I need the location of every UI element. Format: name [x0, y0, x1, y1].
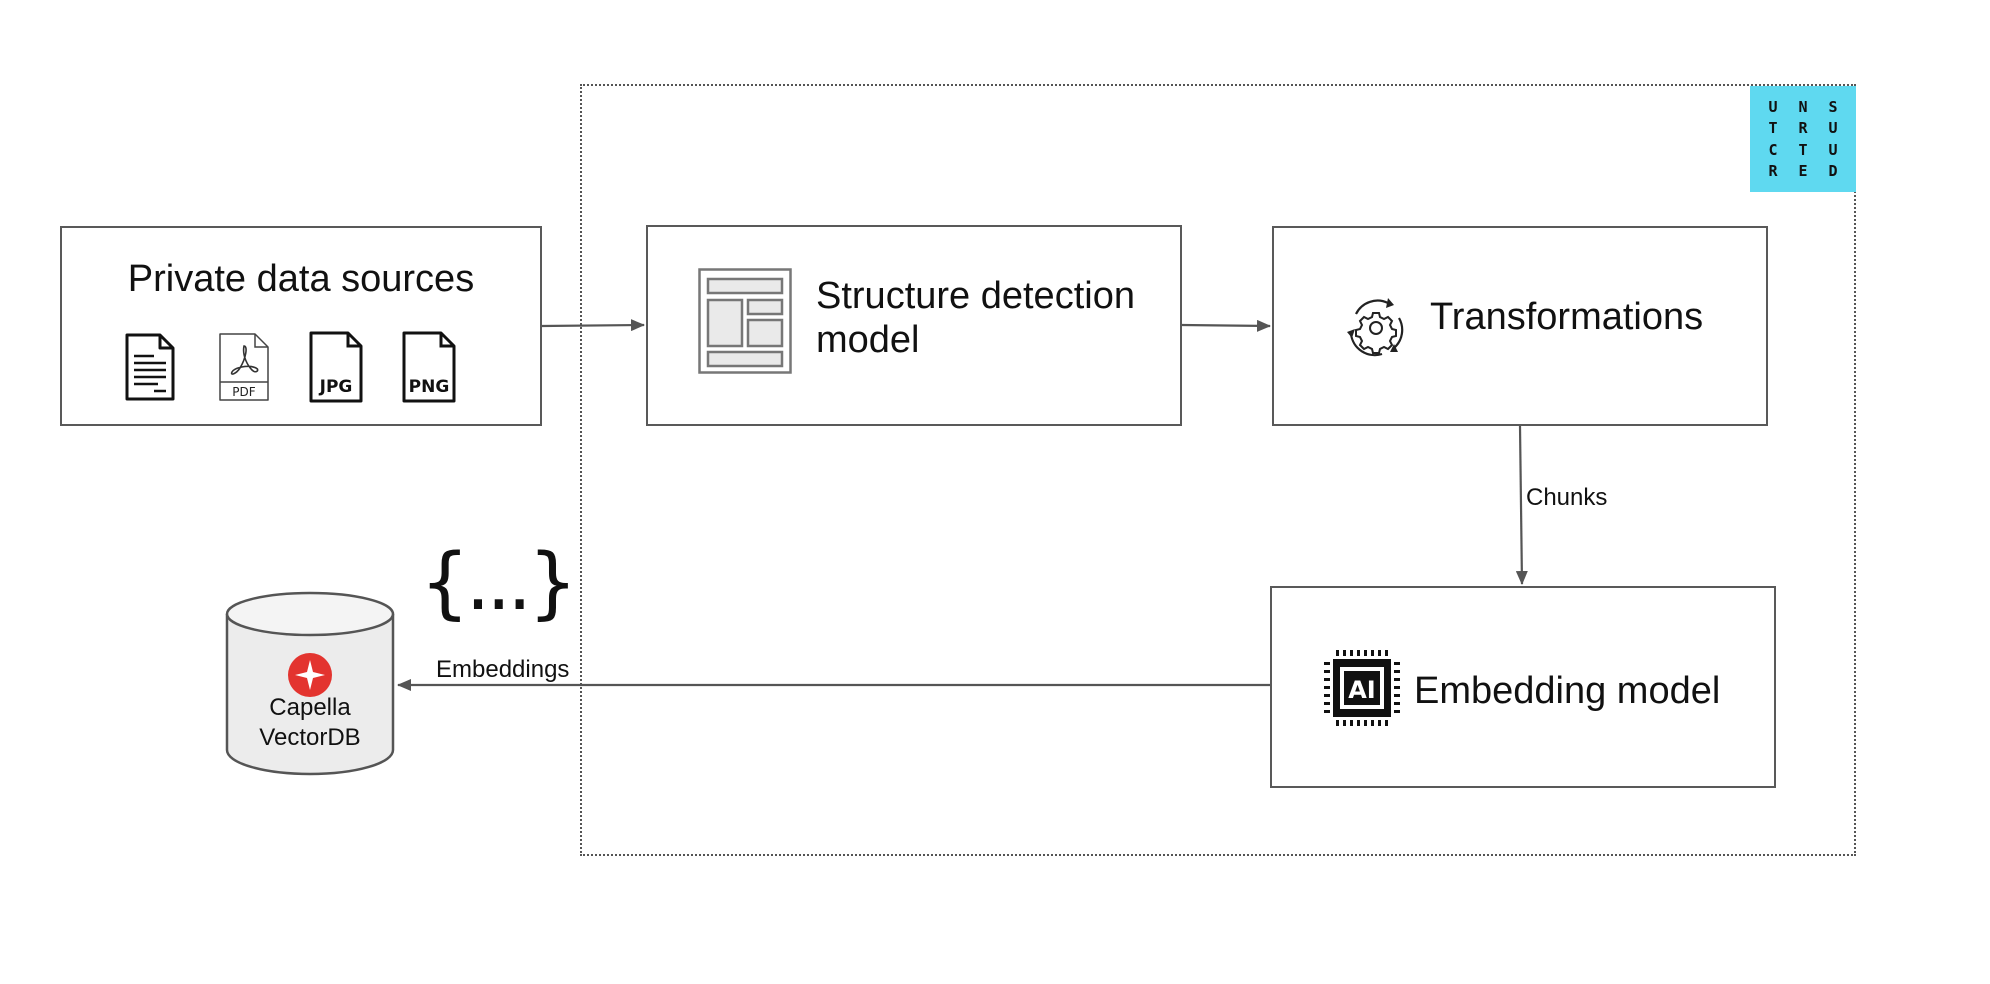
- arrow-sources-to-structure: [542, 325, 644, 326]
- arrow-transformations-to-embedding: [1520, 426, 1522, 584]
- arrow-structure-to-transformations: [1182, 325, 1270, 326]
- chunks-edge-label: Chunks: [1526, 484, 1607, 512]
- embeddings-edge-label: Embeddings: [436, 656, 569, 684]
